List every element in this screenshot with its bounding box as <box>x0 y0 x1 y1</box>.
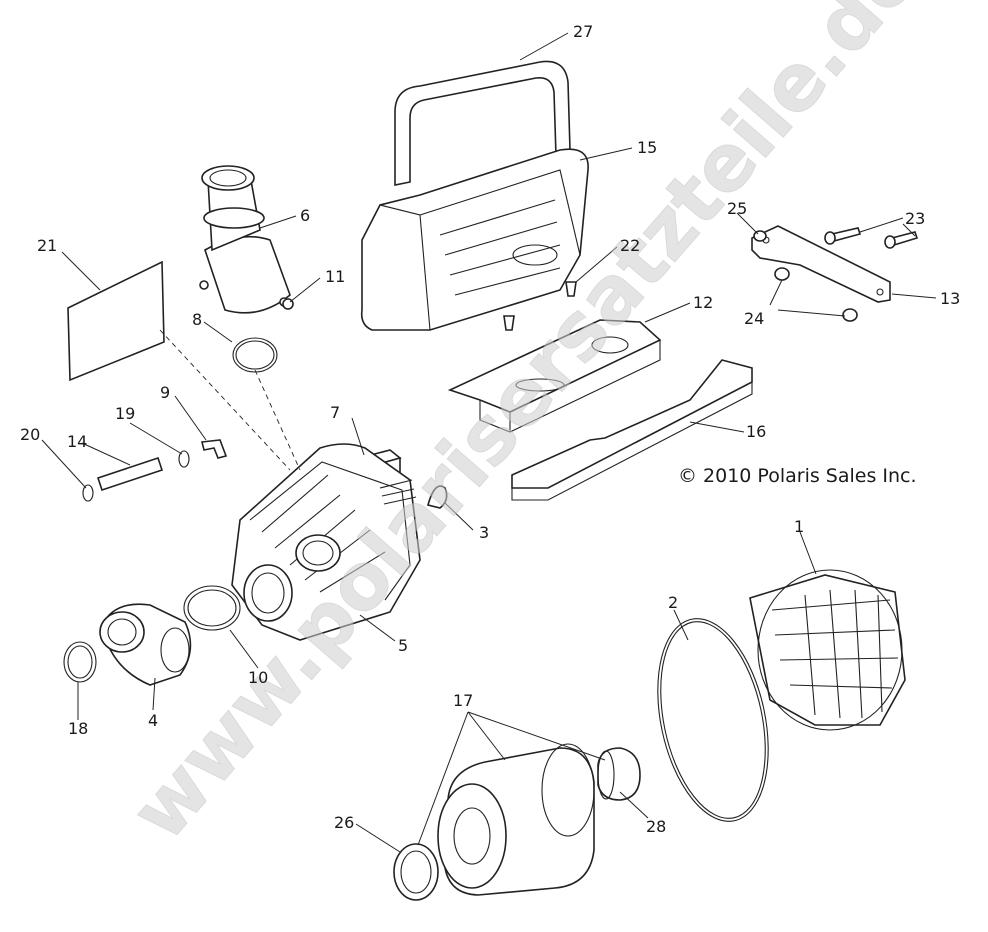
part-21-label <box>67 260 165 382</box>
copyright-notice: © 2010 Polaris Sales Inc. <box>678 465 917 487</box>
part-3-clip <box>427 485 448 509</box>
callout-27: 27 <box>573 22 593 41</box>
callout-1: 1 <box>794 517 804 536</box>
callout-7: 7 <box>330 403 340 422</box>
part-28-cap <box>597 747 641 801</box>
part-12-panel <box>447 319 662 433</box>
part-19-clamp <box>178 450 190 468</box>
part-5-airbox-housing <box>231 443 421 641</box>
callout-5: 5 <box>398 636 408 655</box>
part-9-fitting <box>201 439 228 459</box>
callout-26: 26 <box>334 813 354 832</box>
part-20-clamp <box>82 484 94 502</box>
part-4-outlet-elbow <box>99 603 192 686</box>
callout-4: 4 <box>148 711 158 730</box>
callout-2: 2 <box>668 593 678 612</box>
callout-13: 13 <box>940 289 960 308</box>
callout-24: 24 <box>744 309 764 328</box>
part-1-airbox-cover <box>749 569 906 731</box>
part-16-strip <box>511 359 753 501</box>
part-17-filter <box>437 743 595 896</box>
callout-12: 12 <box>693 293 713 312</box>
assembly-lines <box>159 329 301 471</box>
part-6-intake-tube <box>199 165 291 314</box>
part-13-bracket <box>751 225 891 303</box>
callout-3: 3 <box>479 523 489 542</box>
part-15-cover <box>360 148 589 331</box>
callout-21: 21 <box>37 236 57 255</box>
part-14-hose <box>96 456 164 492</box>
callout-9: 9 <box>160 383 170 402</box>
callout-11: 11 <box>325 267 345 286</box>
callout-labels: 27 15 6 21 11 8 22 12 25 23 24 13 16 7 9… <box>20 22 960 836</box>
callout-14: 14 <box>67 432 87 451</box>
callout-22: 22 <box>620 236 640 255</box>
part-8-oring <box>232 337 278 373</box>
part-10-clamp <box>183 585 241 631</box>
part-18-clamp <box>63 641 97 683</box>
callout-23: 23 <box>905 209 925 228</box>
callout-17: 17 <box>453 691 473 710</box>
watermark: www.polarisersatzteile.de <box>114 0 936 857</box>
callout-18: 18 <box>68 719 88 738</box>
callout-8: 8 <box>192 310 202 329</box>
part-2-gasket <box>657 618 769 822</box>
part-23-bolts <box>824 227 919 249</box>
callout-25: 25 <box>727 199 747 218</box>
callout-16: 16 <box>746 422 766 441</box>
part-24-nuts <box>774 267 858 322</box>
part-22-fasteners <box>503 281 577 331</box>
callout-6: 6 <box>300 206 310 225</box>
leader-lines <box>41 32 937 853</box>
callout-20: 20 <box>20 425 40 444</box>
callout-10: 10 <box>248 668 268 687</box>
callout-19: 19 <box>115 404 135 423</box>
part-26-ring <box>393 843 439 901</box>
callout-15: 15 <box>637 138 657 157</box>
callout-28: 28 <box>646 817 666 836</box>
